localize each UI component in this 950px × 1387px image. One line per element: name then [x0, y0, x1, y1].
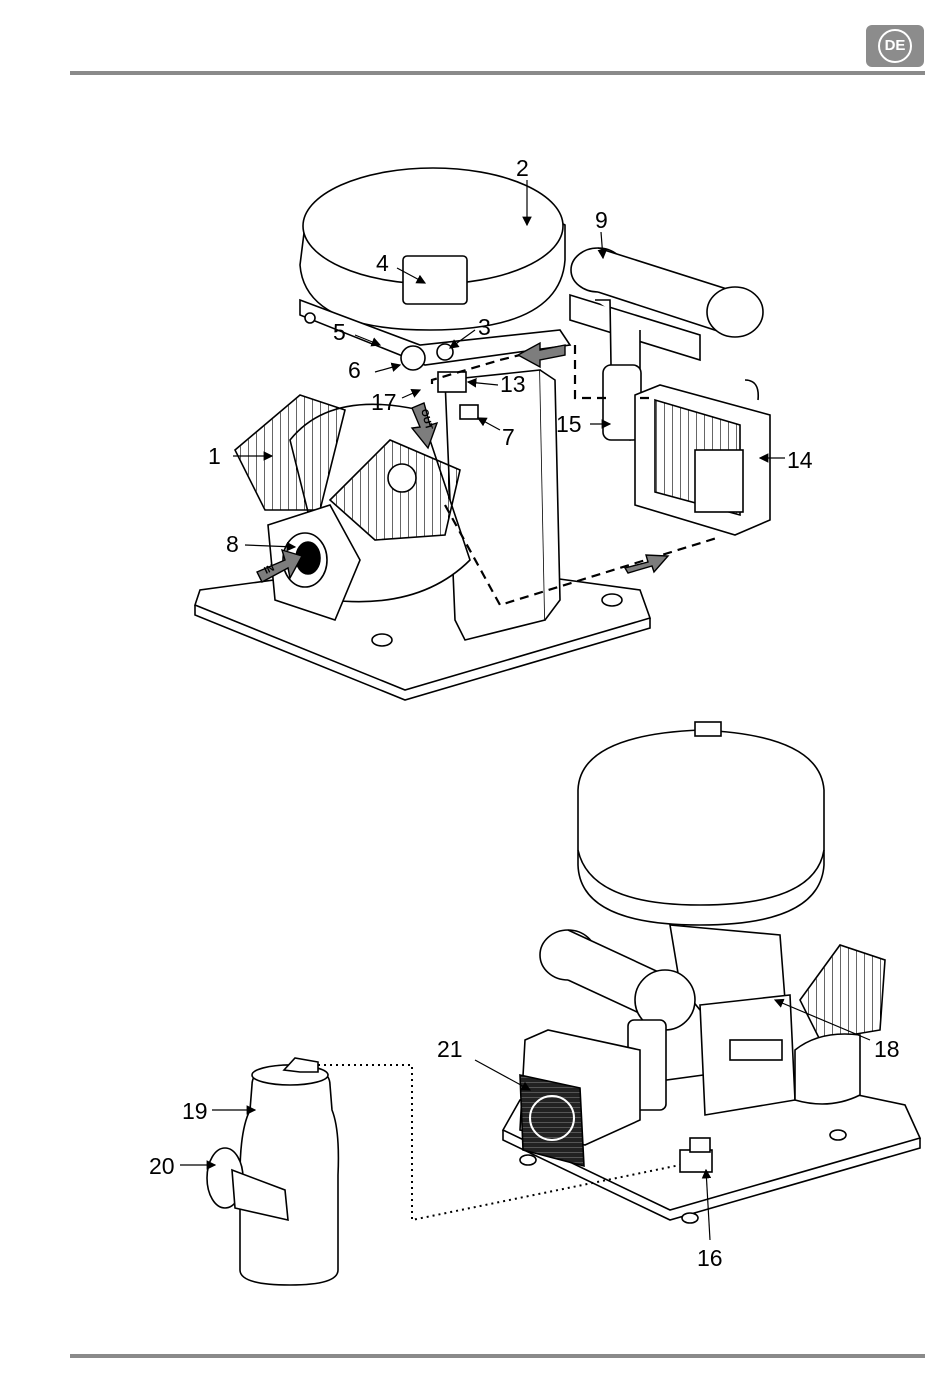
callout-4: 4	[376, 250, 389, 276]
condensate-container	[207, 1058, 338, 1285]
flow-arrow-to-cooler	[625, 555, 668, 573]
callout-19: 19	[182, 1098, 208, 1124]
pressure-switch	[403, 256, 467, 304]
compressor-unit-top	[195, 168, 770, 700]
callout-5: 5	[333, 319, 346, 345]
callout-13: 13	[500, 371, 526, 397]
callout-20: 20	[149, 1153, 175, 1179]
callout-6: 6	[348, 357, 361, 383]
callout-17: 17	[371, 389, 397, 415]
callout-1: 1	[208, 443, 221, 469]
callout-15: 15	[556, 411, 582, 437]
air-cooler	[635, 385, 770, 535]
callout-14: 14	[787, 447, 813, 473]
callout-21: 21	[437, 1036, 463, 1062]
callout-18: 18	[874, 1036, 900, 1062]
callout-9: 9	[595, 207, 608, 233]
callout-3: 3	[478, 314, 491, 340]
air-tank-bottom	[578, 730, 824, 925]
callout-8: 8	[226, 531, 239, 557]
compressor-unit-bottom	[503, 722, 920, 1223]
cylinder-head-bottom	[800, 945, 885, 1040]
callout-16: 16	[697, 1245, 723, 1271]
footer-rule	[70, 1354, 925, 1358]
callout-2: 2	[516, 155, 529, 181]
callout-7: 7	[502, 424, 515, 450]
